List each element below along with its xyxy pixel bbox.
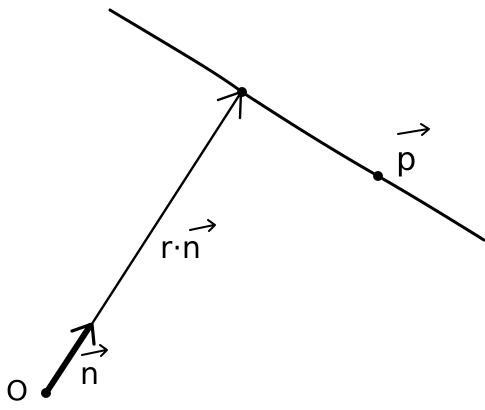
vector-p-label: p: [396, 140, 416, 178]
vector-n-arrowhead: [70, 322, 96, 346]
point-p: [373, 171, 383, 181]
vector-p-label-arrow-icon: [397, 123, 430, 136]
vector-rn-label-n: n: [182, 231, 201, 266]
vector-rn-label-arrow-icon: [189, 219, 216, 232]
vector-rn-label: r·n: [160, 231, 201, 266]
vector-n-shaft: [43, 323, 93, 396]
line-l: [108, 8, 485, 242]
vector-n-label-arrow-icon: [81, 344, 108, 357]
point-on-line: [237, 87, 247, 97]
vector-rn-label-prefix: r·: [160, 231, 182, 266]
origin-label: O: [6, 374, 28, 407]
vector-rn-shaft: [86, 92, 242, 332]
vector-n-label: n: [80, 357, 99, 392]
origin-point: [41, 388, 51, 398]
